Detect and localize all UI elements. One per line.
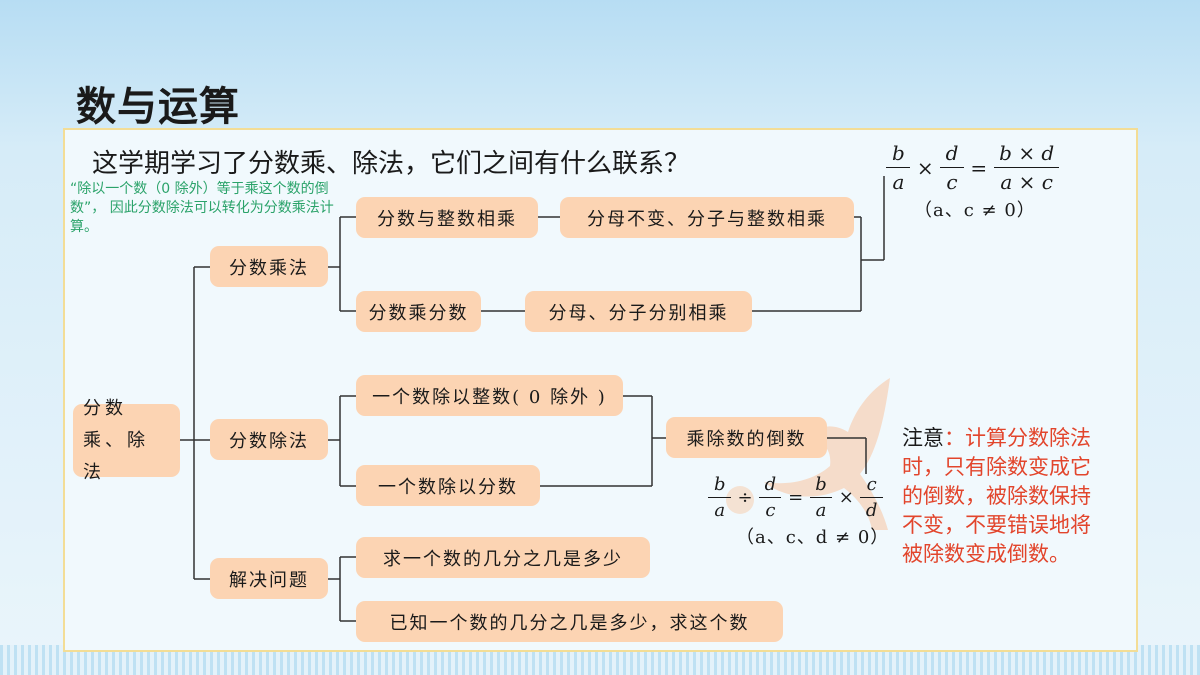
page-title: 数与运算 (76, 83, 240, 130)
fraction-denominator: a (708, 497, 732, 521)
node-mult-frac: 分数乘分数 (356, 291, 481, 332)
node-prob2: 已知一个数的几分之几是多少，求这个数 (356, 601, 783, 642)
formula-div-frac-4: c d (859, 474, 884, 521)
fraction-numerator: d (764, 474, 777, 495)
node-problem: 解决问题 (210, 558, 328, 599)
fraction-denominator: d (859, 497, 884, 521)
node-div-rule: 乘除数的倒数 (666, 417, 827, 458)
connector-mult-rules (480, 216, 561, 312)
formula-mult-condition: （a、c ≠ 0） (914, 200, 1036, 221)
note-label: 注意 (902, 426, 944, 450)
fraction-numerator: b × d (999, 141, 1055, 165)
node-mult-int: 分数与整数相乘 (356, 197, 538, 238)
node-root: 分数乘、除法 (73, 398, 180, 483)
formula-mult-frac-2: d c (940, 141, 965, 194)
fraction-denominator: c (759, 497, 782, 521)
fraction-numerator: b (892, 141, 905, 165)
formula-mult-result: b × d a × c (993, 141, 1060, 194)
note-colon: ： (944, 426, 965, 450)
dove-decoration-icon (726, 378, 890, 530)
times-operator: × (916, 155, 934, 180)
formula-division: b a ÷ d c = b a × c d （a、c、d ≠ 0） (708, 474, 889, 549)
fraction-denominator: a (886, 167, 911, 194)
formula-div-frac-3: b a (809, 474, 833, 521)
formula-multiplication: b a × d c = b × d a × c （a、c ≠ 0） (886, 141, 1060, 222)
fraction-numerator: d (945, 141, 959, 165)
fraction-numerator: b (714, 474, 726, 495)
formula-mult-frac-1: b a (886, 141, 911, 194)
connector-problem (327, 556, 357, 622)
note-box: 注意：计算分数除法时，只有除数变成它的倒数，被除数保持不变，不要错误地将被除数变… (902, 424, 1107, 569)
question-text: 这学期学习了分数乘、除法，它们之间有什么联系？ (92, 149, 691, 179)
formula-div-frac-2: d c (759, 474, 783, 521)
connector-div-merge (539, 395, 667, 487)
connector-mult (327, 216, 357, 312)
node-mult-frac-rule: 分母、分子分别相乘 (525, 291, 752, 332)
times-operator: × (838, 487, 854, 508)
fraction-denominator: a × c (994, 167, 1059, 194)
formula-div-condition: （a、c、d ≠ 0） (736, 527, 890, 548)
connector-root (180, 266, 212, 580)
hint-text: “除以一个数（0 除外）等于乘这个数的倒数”， 因此分数除法可以转化为分数乘法计… (70, 181, 334, 235)
fraction-denominator: a (809, 497, 833, 521)
connector-div-formula (826, 437, 867, 474)
node-div-frac: 一个数除以分数 (356, 465, 540, 506)
node-mult-int-rule: 分母不变、分子与整数相乘 (560, 197, 854, 238)
fraction-denominator: c (940, 167, 964, 194)
divide-operator: ÷ (737, 487, 753, 508)
connector-mult-formula (751, 176, 885, 312)
node-div-int: 一个数除以整数( 0 除外 ) (356, 375, 623, 416)
fraction-numerator: b (815, 474, 827, 495)
connector-div (327, 395, 357, 487)
fraction-numerator: c (866, 474, 877, 495)
formula-div-frac-1: b a (708, 474, 732, 521)
node-mult: 分数乘法 (210, 246, 328, 287)
equals-operator: = (970, 155, 988, 180)
equals-operator: = (788, 487, 804, 508)
note-text: 计算分数除法时，只有除数变成它的倒数，被除数保持不变，不要错误地将被除数变成倒数… (902, 426, 1091, 566)
node-prob1: 求一个数的几分之几是多少 (356, 537, 650, 578)
node-div: 分数除法 (210, 419, 328, 460)
